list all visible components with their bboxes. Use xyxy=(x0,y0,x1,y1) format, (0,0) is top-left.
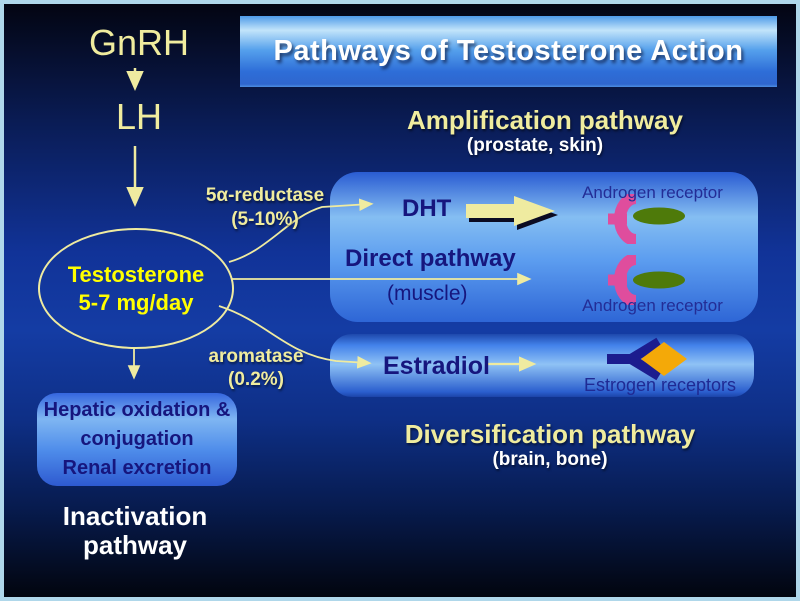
aromatase-label: aromatase (0.2%) xyxy=(176,345,336,391)
androgen-receptor-icon xyxy=(608,255,685,305)
testosterone-label: Testosterone xyxy=(67,261,205,287)
estradiol-label: Estradiol xyxy=(383,352,490,380)
hepatic-line3: Renal excretion xyxy=(62,457,212,479)
ligand-ellipse-icon xyxy=(633,271,685,289)
aromatase-percentage: (0.2%) xyxy=(228,369,284,390)
estradiol-box xyxy=(330,334,754,397)
androgen-receptor-label-top: Androgen receptor xyxy=(582,183,723,202)
lh-label: LH xyxy=(115,96,163,137)
amplification-subheading: (prostate, skin) xyxy=(466,135,604,156)
testosterone-dose: 5-7 mg/day xyxy=(78,289,194,315)
estrogen-receptors-label: Estrogen receptors xyxy=(583,375,737,395)
reductase-name: 5α-reductase xyxy=(205,185,325,206)
diversification-subheading: (brain, bone) xyxy=(492,449,608,470)
slide-title: Pathways of Testosterone Action xyxy=(273,35,744,67)
reductase-label: 5α-reductase (5-10%) xyxy=(185,184,345,232)
hepatic-line1: Hepatic oxidation & xyxy=(43,399,231,421)
direct-pathway-label: Direct pathway xyxy=(345,245,516,272)
testosterone-node: Testosterone 5-7 mg/day xyxy=(38,228,234,349)
amplification-heading: Amplification pathway xyxy=(407,105,683,135)
androgen-receptor-icon xyxy=(608,194,685,244)
hepatic-line2: conjugation xyxy=(80,428,194,450)
estrogen-receptor-icon xyxy=(607,337,687,381)
hepatic-text: Hepatic oxidation & conjugation Renal ex… xyxy=(44,396,231,483)
dht-label: DHT xyxy=(402,195,452,222)
inactivation-line1: Inactivation xyxy=(62,501,208,531)
androgen-receptor-label-bottom: Androgen receptor xyxy=(582,296,723,315)
slide-background: Pathways of Testosterone Action GnRH LH … xyxy=(4,4,796,597)
inactivation-line2: pathway xyxy=(82,530,188,560)
ligand-diamond-icon xyxy=(641,342,687,376)
hepatic-box: Hepatic oxidation & conjugation Renal ex… xyxy=(37,393,237,486)
ligand-ellipse-icon xyxy=(633,207,685,225)
diversification-heading: Diversification pathway xyxy=(404,419,696,449)
title-bar: Pathways of Testosterone Action xyxy=(240,16,777,87)
reductase-percentage: (5-10%) xyxy=(231,209,299,230)
gnrh-label: GnRH xyxy=(88,22,190,63)
inactivation-pathway-label: Inactivation pathway xyxy=(30,502,240,560)
muscle-label: (muscle) xyxy=(387,282,468,305)
aromatase-name: aromatase xyxy=(208,346,304,367)
